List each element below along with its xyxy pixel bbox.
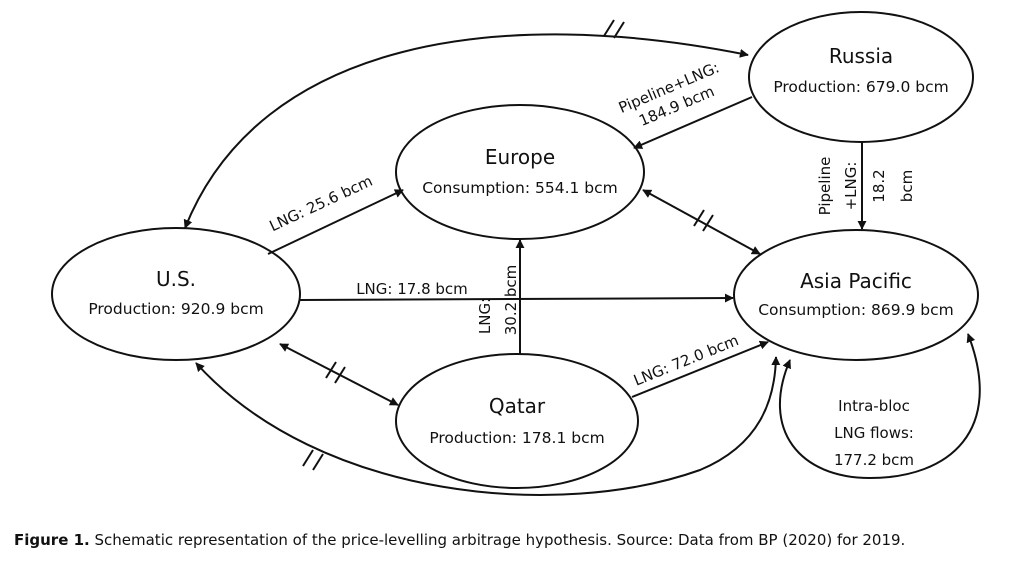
node-russia-detail: Production: 679.0 bcm: [773, 78, 948, 96]
edge-europe-asia: [642, 189, 761, 255]
edge-russia-asia: Pipeline +LNG: 18.2 bcm: [816, 142, 916, 230]
edge-intra-bloc-loop: Intra-bloc LNG flows: 177.2 bcm: [779, 333, 981, 480]
figure-caption: Figure 1. Schematic representation of th…: [14, 531, 1014, 549]
edge-qatar-europe: LNG: 30.2 bcm: [476, 239, 525, 354]
edge-us-europe: LNG: 25.6 bcm: [267, 172, 404, 255]
edge-us-asia-lower: [195, 356, 781, 496]
intra-bloc-label-3: 177.2 bcm: [834, 451, 914, 469]
figure-caption-text: Schematic representation of the price-le…: [89, 531, 906, 549]
edge-us-asia-label: LNG: 17.8 bcm: [356, 280, 468, 298]
node-qatar: Qatar Production: 178.1 bcm: [395, 353, 639, 489]
edge-russia-asia-label-3: 18.2: [870, 169, 888, 202]
edge-qatar-asia: LNG: 72.0 bcm: [631, 331, 769, 398]
edge-russia-europe: Pipeline+LNG: 184.9 bcm: [616, 58, 753, 149]
edge-qatar-europe-label-1: LNG:: [476, 298, 494, 334]
node-qatar-detail: Production: 178.1 bcm: [429, 429, 604, 447]
node-us-name: U.S.: [156, 267, 196, 291]
node-us: U.S. Production: 920.9 bcm: [51, 227, 301, 361]
node-europe-name: Europe: [485, 145, 555, 169]
node-asia-pacific: Asia Pacific Consumption: 869.9 bcm: [733, 229, 979, 361]
intra-bloc-label-1: Intra-bloc: [838, 397, 910, 415]
edge-us-russia: [183, 19, 749, 229]
node-us-detail: Production: 920.9 bcm: [88, 300, 263, 318]
edge-us-asia: LNG: 17.8 bcm: [299, 280, 734, 303]
node-asia-pacific-name: Asia Pacific: [800, 269, 912, 293]
node-russia: Russia Production: 679.0 bcm: [748, 11, 974, 143]
node-russia-name: Russia: [829, 44, 893, 68]
edge-russia-asia-label-4: bcm: [898, 170, 916, 202]
edge-qatar-europe-label-2: 30.2 bcm: [502, 265, 520, 336]
node-asia-pacific-detail: Consumption: 869.9 bcm: [758, 301, 954, 319]
node-europe: Europe Consumption: 554.1 bcm: [395, 104, 645, 240]
node-europe-detail: Consumption: 554.1 bcm: [422, 179, 618, 197]
figure-caption-label: Figure 1.: [14, 531, 90, 549]
edge-russia-asia-label-1: Pipeline: [816, 157, 834, 216]
node-qatar-name: Qatar: [489, 394, 546, 418]
edge-russia-asia-label-2: +LNG:: [842, 162, 860, 211]
edge-us-europe-label: LNG: 25.6 bcm: [267, 172, 376, 235]
edge-us-qatar: [279, 343, 399, 406]
intra-bloc-label-2: LNG flows:: [834, 424, 914, 442]
